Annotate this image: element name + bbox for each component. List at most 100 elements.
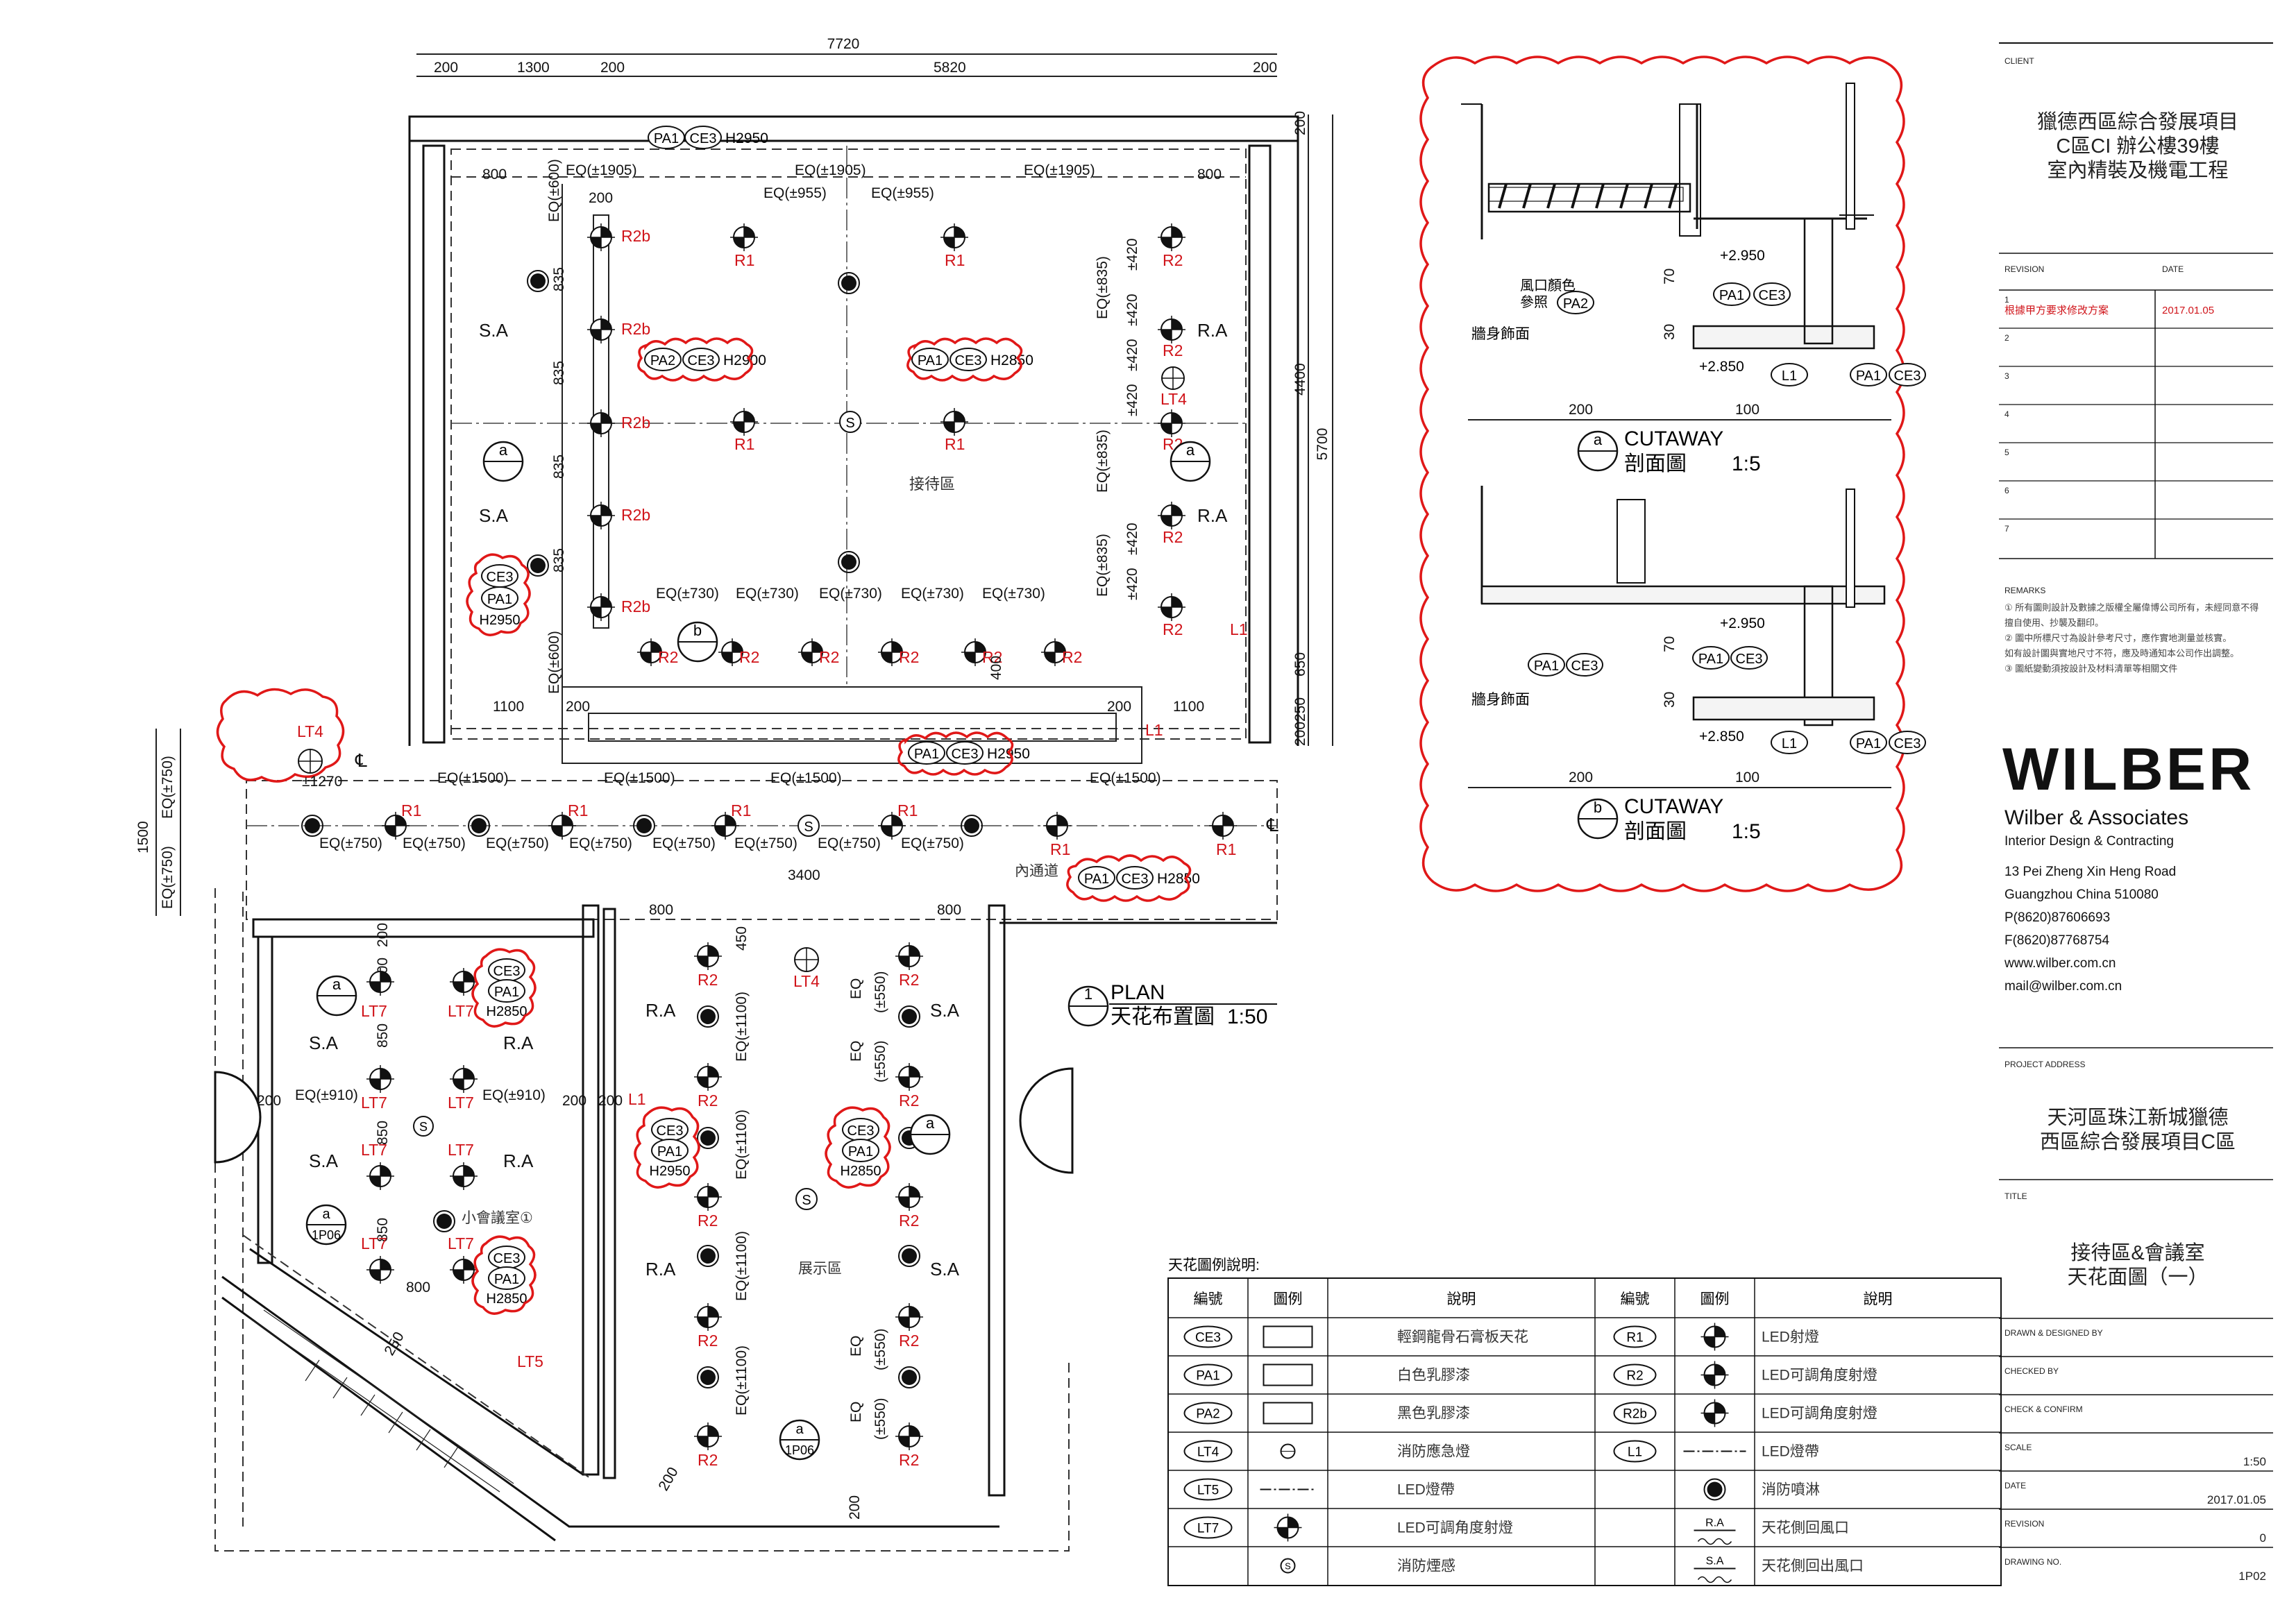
revision-number: 6 (2004, 486, 2009, 495)
svg-text:CE3: CE3 (1894, 736, 1921, 751)
legend-air-icon (1697, 1538, 1732, 1545)
legend-spot-icon (1273, 1513, 1303, 1543)
address-line: Guangzhou China 510080 (2004, 887, 2159, 902)
svg-text:200: 200 (375, 923, 391, 947)
legend-code-oval (1183, 1363, 1233, 1386)
svg-text:R2: R2 (1062, 648, 1082, 666)
svg-text:H2950: H2950 (987, 746, 1030, 762)
svg-text:R2: R2 (698, 1451, 718, 1469)
svg-text:風口顏色: 風口顏色 (1520, 278, 1576, 294)
dim-overall-width: 7720 (827, 36, 860, 52)
svg-text:+2.950: +2.950 (1720, 615, 1765, 631)
svg-text:Wilber & Associates: Wilber & Associates (2004, 806, 2188, 829)
svg-text:R2b: R2b (621, 597, 650, 615)
svg-text:R2b: R2b (621, 320, 650, 338)
svg-text:PA1: PA1 (1084, 872, 1109, 887)
legend-desc: 黑色乳膠漆 (1397, 1406, 1470, 1422)
legend-code-oval (1613, 1402, 1657, 1425)
dim-top-3: 200 (600, 60, 625, 76)
svg-text:S.A: S.A (930, 1000, 960, 1021)
svg-text:EQ(±750): EQ(±750) (160, 846, 176, 909)
svg-text:R2b: R2b (621, 414, 650, 432)
svg-text:200: 200 (1569, 770, 1593, 785)
svg-text:天花布置圖: 天花布置圖 (1111, 1005, 1215, 1028)
svg-text:H2950: H2950 (725, 130, 768, 146)
svg-text:℄: ℄ (1266, 815, 1278, 835)
svg-text:PA1: PA1 (1698, 652, 1723, 667)
svg-text:R2: R2 (899, 1332, 919, 1350)
svg-text:CE3: CE3 (493, 964, 521, 979)
meeting-section-a: a (316, 975, 357, 1017)
svg-text:西區綜合發展項目C區: 西區綜合發展項目C區 (2040, 1130, 2236, 1153)
svg-text:PA1: PA1 (494, 1272, 519, 1287)
tag-left-col: CE3 PA1 H2950 (466, 553, 531, 636)
legend-code: R1 (1626, 1331, 1643, 1345)
room-showroom: 展示區 (798, 1261, 842, 1277)
svg-text:CE3: CE3 (1122, 872, 1149, 887)
svg-text:S.A: S.A (930, 1259, 960, 1280)
svg-text:R1: R1 (568, 801, 588, 819)
legend-desc: 天花側回風口 (1762, 1520, 1849, 1536)
svg-text:850: 850 (375, 1023, 391, 1048)
address-line: mail@wilber.com.cn (2004, 979, 2122, 994)
svg-text:CE3: CE3 (493, 1251, 521, 1266)
svg-text:a: a (1594, 431, 1603, 448)
dim-eq1905-a: EQ(±1905) (566, 162, 637, 178)
svg-text:R2: R2 (899, 971, 919, 989)
svg-text:a: a (1186, 441, 1195, 459)
svg-text:R2: R2 (1163, 341, 1183, 359)
address-line: www.wilber.com.cn (2004, 956, 2116, 971)
svg-text:R2: R2 (1163, 620, 1183, 638)
svg-text:LT5: LT5 (517, 1352, 543, 1370)
svg-text:R1: R1 (945, 435, 965, 453)
main-plan: 7720 200 1300 200 5820 200 5700 200 4400… (408, 36, 1333, 776)
svg-text:S: S (845, 416, 854, 431)
svg-text:200: 200 (1107, 699, 1131, 715)
svg-text:CHECKED BY: CHECKED BY (2004, 1366, 2059, 1376)
svg-text:1:5: 1:5 (1732, 820, 1761, 843)
dim-835-4: 835 (551, 548, 567, 572)
l1-label-b: L1 (1145, 721, 1163, 739)
svg-text:EQ(±730): EQ(±730) (819, 586, 882, 602)
svg-text:3400: 3400 (788, 867, 820, 883)
svg-text:DATE: DATE (2004, 1481, 2026, 1490)
legend-header: 說明 (1864, 1291, 1893, 1307)
svg-text:EQ(±750): EQ(±750) (319, 835, 382, 851)
svg-text:EQ(±730): EQ(±730) (982, 586, 1045, 602)
sections-panel: +2.950 +2.850 風口顏色 參照 PA2 牆身飾面 PA1 CE3 L… (1419, 56, 1926, 892)
svg-text:200: 200 (847, 1495, 863, 1520)
tag-corridor: PA1 CE3 H2850 (1066, 854, 1200, 902)
svg-text:天河區珠江新城獵德: 天河區珠江新城獵德 (2047, 1106, 2228, 1129)
dim-eq1905-b: EQ(±1905) (795, 162, 866, 178)
revision-text: 根據甲方要求修改方案 (2004, 304, 2109, 316)
dim-eq835-r1: EQ(±835) (1095, 256, 1111, 319)
svg-text:DRAWING NO.: DRAWING NO. (2004, 1557, 2061, 1567)
svg-text:b: b (693, 622, 702, 639)
svg-text:EQ(±730): EQ(±730) (656, 586, 719, 602)
svg-text:LT7: LT7 (448, 1234, 474, 1252)
svg-text:PA1: PA1 (487, 592, 512, 607)
legend-smoke-icon: S (1285, 1561, 1291, 1572)
svg-text:R2b: R2b (621, 506, 650, 524)
svg-text:EQ: EQ (848, 978, 864, 999)
tag-mid-right: PA1 CE3 H2850 (906, 337, 1033, 382)
svg-text:100: 100 (1735, 770, 1759, 785)
svg-text:R2: R2 (899, 1091, 919, 1110)
showroom-section-1p06: a 1P06 (779, 1419, 820, 1461)
r2-bottom-row: R2 R2 R2 R2 R2 R2 (636, 638, 1082, 667)
svg-text:C區CI 辦公樓39樓: C區CI 辦公樓39樓 (2056, 135, 2219, 158)
svg-text:PA1: PA1 (914, 747, 939, 762)
legend-code: PA2 (1196, 1407, 1220, 1422)
dim-right-5: 200 (1292, 722, 1308, 746)
revision-date: 2017.01.05 (2162, 305, 2214, 316)
svg-text:LT7: LT7 (361, 1002, 387, 1020)
svg-text:PLAN: PLAN (1111, 981, 1165, 1004)
tag-show-b: CE3 PA1 H2850 (825, 1106, 891, 1189)
svg-text:1:5: 1:5 (1732, 452, 1761, 475)
legend-header: 編號 (1194, 1291, 1223, 1307)
svg-text:CE3: CE3 (657, 1123, 684, 1139)
dim-420-2: ±420 (1124, 294, 1140, 326)
svg-text:牆身飾面: 牆身飾面 (1471, 692, 1530, 708)
svg-text:LT4: LT4 (1160, 390, 1187, 408)
svg-text:牆身飾面: 牆身飾面 (1471, 326, 1530, 342)
